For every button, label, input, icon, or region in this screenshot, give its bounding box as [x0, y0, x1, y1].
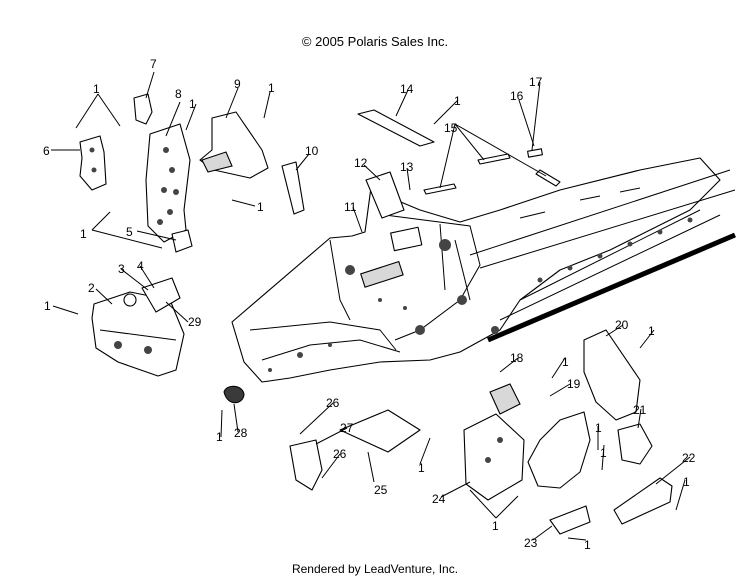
callout-16: 16 [510, 89, 524, 103]
callout-1: 1 [648, 324, 655, 338]
copyright-notice: © 2005 Polaris Sales Inc. [301, 34, 449, 49]
callout-3: 3 [118, 262, 125, 276]
callout-9: 9 [234, 77, 241, 91]
callout-1: 1 [595, 421, 602, 435]
part-25-skid [339, 409, 421, 453]
part-22-bracket [613, 477, 673, 525]
callout-1: 1 [418, 461, 425, 475]
callout-5: 5 [126, 225, 133, 239]
callout-8: 8 [175, 87, 182, 101]
part-8-plate [145, 123, 191, 243]
callout-28: 28 [234, 426, 248, 440]
footer-credit: Rendered by LeadVenture, Inc. [291, 562, 459, 576]
callout-1: 1 [268, 81, 275, 95]
callout-1: 1 [80, 227, 87, 241]
callout-11: 11 [344, 200, 357, 214]
part-28-cap [223, 385, 245, 404]
callout-27: 27 [340, 421, 354, 435]
callout-26: 26 [333, 447, 347, 461]
callout-23: 23 [524, 536, 538, 550]
callout-1: 1 [257, 200, 264, 214]
callout-1: 1 [492, 519, 499, 533]
callout-7: 7 [150, 57, 157, 71]
part-24-plate [463, 413, 525, 501]
callout-1: 1 [189, 97, 196, 111]
callout-26: 26 [326, 396, 340, 410]
callout-29: 29 [188, 315, 202, 329]
part-19-bracket [527, 411, 591, 489]
callout-1: 1 [216, 430, 223, 444]
callout-14: 14 [400, 82, 414, 96]
callout-1: 1 [454, 94, 461, 108]
callout-15: 15 [444, 121, 458, 135]
callout-1: 1 [562, 355, 569, 369]
part-18-block [489, 383, 521, 415]
callout-2: 2 [88, 281, 95, 295]
callout-1: 1 [93, 82, 100, 96]
part-12-plate [365, 171, 405, 219]
part-10-bracket [281, 161, 305, 215]
callout-1: 1 [584, 538, 591, 552]
callout-1: 1 [600, 446, 607, 460]
part-9-bracket [199, 111, 269, 179]
part-6-bracket [79, 135, 107, 191]
callout-12: 12 [354, 156, 368, 170]
part-23-bracket [549, 505, 591, 535]
callout-19: 19 [567, 377, 581, 391]
callout-4: 4 [137, 259, 144, 273]
part-16-17-pads [527, 148, 543, 158]
part-7-bracket [133, 93, 153, 125]
part-15-strips [423, 153, 561, 195]
callout-25: 25 [374, 483, 388, 497]
callout-21: 21 [633, 403, 647, 417]
callout-10: 10 [305, 144, 319, 158]
part-2-bumper [91, 291, 185, 377]
callout-13: 13 [400, 160, 414, 174]
part-20-guard [583, 329, 641, 421]
part-21-bracket [617, 423, 653, 465]
callout-22: 22 [682, 451, 696, 465]
leader-lines [51, 71, 691, 541]
callout-1: 1 [683, 475, 690, 489]
part-5-clip [171, 229, 193, 253]
callout-24: 24 [432, 492, 446, 506]
part-29-bracket [141, 277, 181, 313]
callout-18: 18 [510, 351, 524, 365]
chassis-frame [231, 157, 736, 383]
callout-20: 20 [615, 318, 629, 332]
callout-labels: 1 1 1 1 1 1 1 1 1 1 1 1 1 1 1 1 2 3 4 5 … [43, 57, 696, 552]
callout-1: 1 [44, 299, 51, 313]
callout-6: 6 [43, 144, 50, 158]
part-14-rail [357, 109, 435, 147]
callout-17: 17 [529, 75, 543, 89]
part-27-bracket [289, 439, 323, 491]
